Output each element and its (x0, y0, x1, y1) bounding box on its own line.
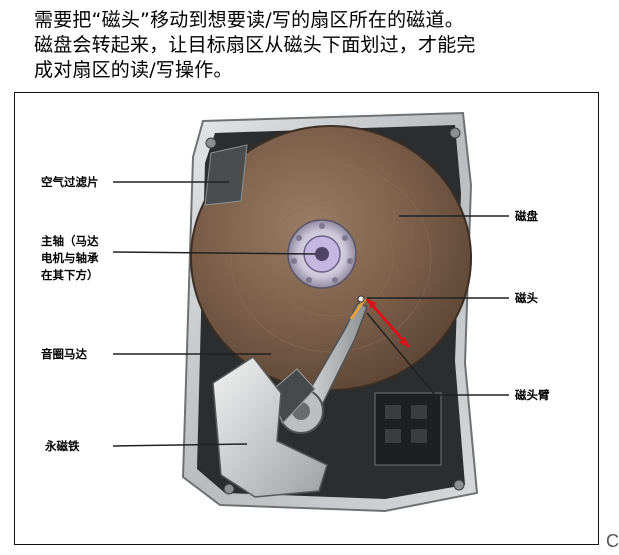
label-head: 磁头 (515, 291, 538, 305)
label-spindle-line-3: 在其下方） (41, 268, 99, 282)
intro-line-1: 需要把“磁头”移动到想要读/写的扇区所在的磁道。 (34, 9, 464, 31)
permanent-magnet (212, 355, 328, 498)
label-head-arm: 磁头臂 (515, 388, 550, 402)
label-voice-coil: 音圈马达 (41, 347, 87, 361)
label-magnet: 永磁铁 (45, 439, 80, 453)
connector-block (374, 392, 442, 466)
label-platter: 磁盘 (515, 209, 538, 223)
hard-drive-illustration (112, 111, 509, 513)
head-travel-arrow (365, 298, 411, 348)
callout-lines (112, 181, 509, 447)
case-screws (205, 127, 465, 495)
spindle-hub (287, 219, 357, 289)
hard-drive-figure: 空气过滤片 主轴（马达 电机与轴承 在其下方） 音圈马达 永磁铁 磁盘 磁头 磁… (14, 92, 599, 545)
label-spindle-line-2: 电机与轴承 (41, 251, 99, 265)
intro-line-3: 成对扇区的读/写操作。 (34, 59, 233, 81)
label-air-filter: 空气过滤片 (41, 175, 99, 189)
voice-coil-motor (268, 368, 324, 434)
air-filter (204, 144, 248, 206)
intro-text: 需要把“磁头”移动到想要读/写的扇区所在的磁道。 磁盘会转起来，让目标扇区从磁头… (34, 8, 614, 83)
intro-line-2: 磁盘会转起来，让目标扇区从磁头下面划过，才能完 (34, 34, 476, 56)
label-spindle-line-1: 主轴（马达 (41, 234, 99, 248)
corner-glyph: C (606, 531, 619, 551)
